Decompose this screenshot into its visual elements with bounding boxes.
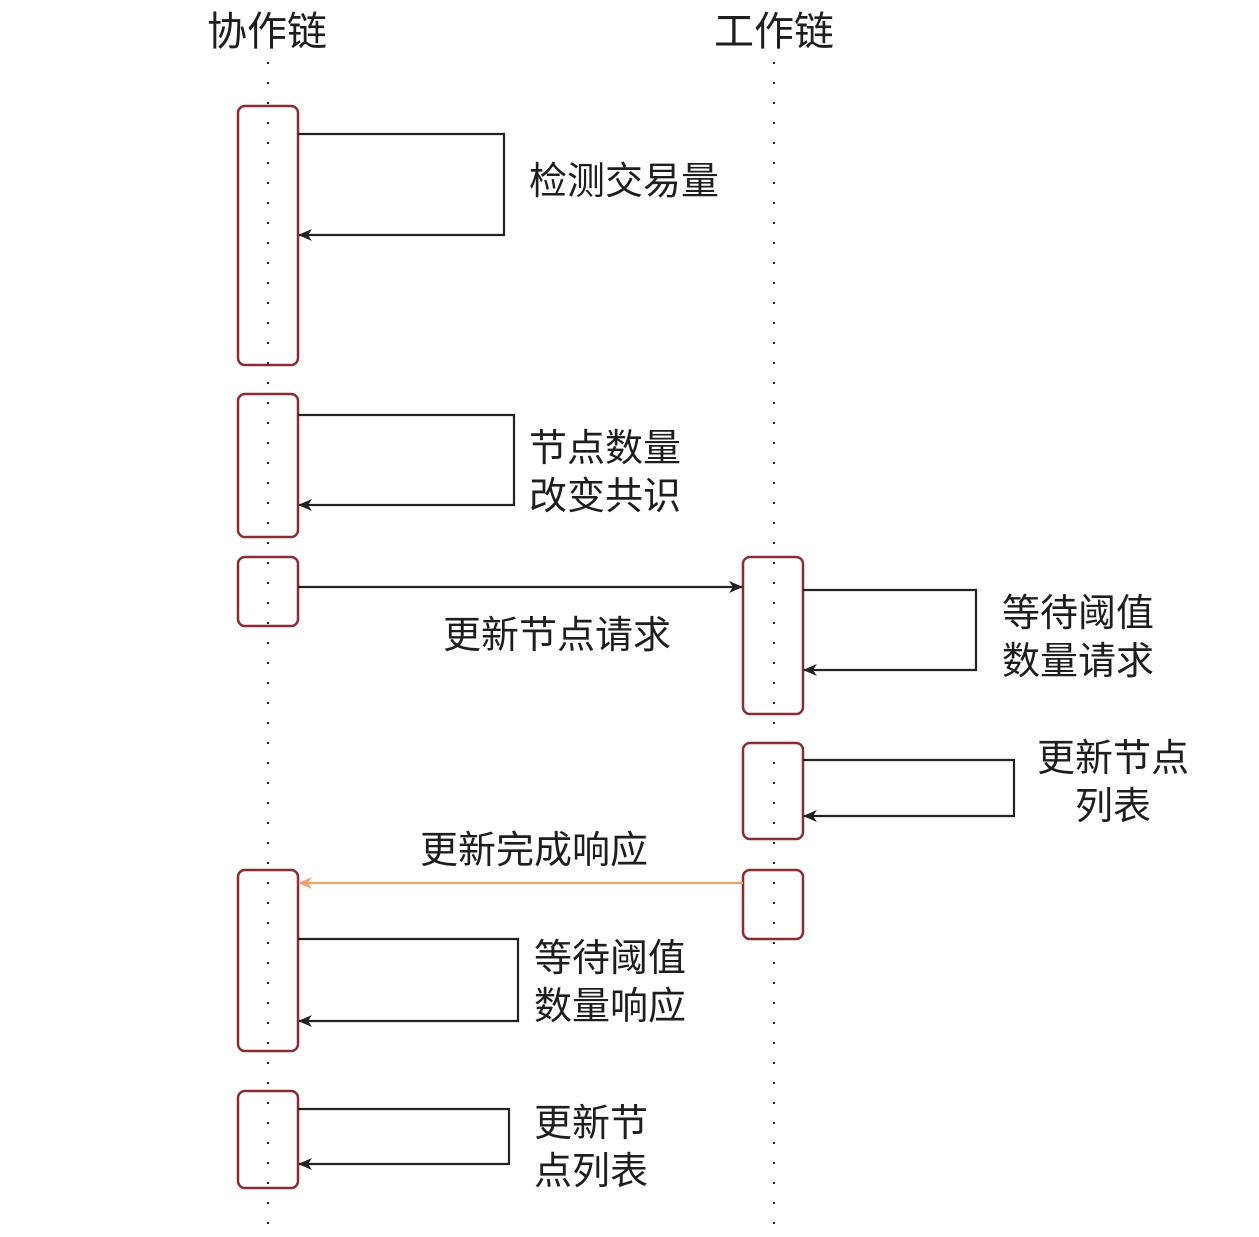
message-label-update-request: 更新节点请求 [443, 613, 672, 657]
lifeline-title-coop: 协作链 [207, 9, 327, 55]
activation-box [741, 868, 805, 941]
activation-box [236, 868, 300, 1053]
message-label-consensus: 节点数量 改变共识 [529, 426, 682, 518]
message-label-update-list-work: 更新节点 列表 [1036, 736, 1189, 828]
self-message-arrow [298, 1107, 511, 1170]
message-label-update-response: 更新完成响应 [420, 828, 649, 872]
self-message-arrow [298, 937, 520, 1027]
self-message-arrow [803, 758, 1016, 822]
activation-box [741, 555, 805, 716]
self-message-arrow [298, 413, 516, 511]
message-label-wait-request: 等待阈值 数量请求 [1002, 591, 1155, 683]
message-label-detect-volume: 检测交易量 [529, 159, 720, 203]
activation-box [236, 1089, 300, 1190]
lifeline-title-work: 工作链 [714, 9, 834, 55]
self-message-arrow [298, 132, 506, 241]
activation-box [236, 392, 300, 539]
activation-box [741, 741, 805, 841]
message-label-update-list-coop: 更新节 点列表 [534, 1101, 649, 1193]
self-message-arrow [803, 588, 978, 676]
activation-box [236, 104, 300, 367]
message-label-wait-response: 等待阈值 数量响应 [534, 936, 687, 1028]
activation-box [236, 555, 300, 628]
